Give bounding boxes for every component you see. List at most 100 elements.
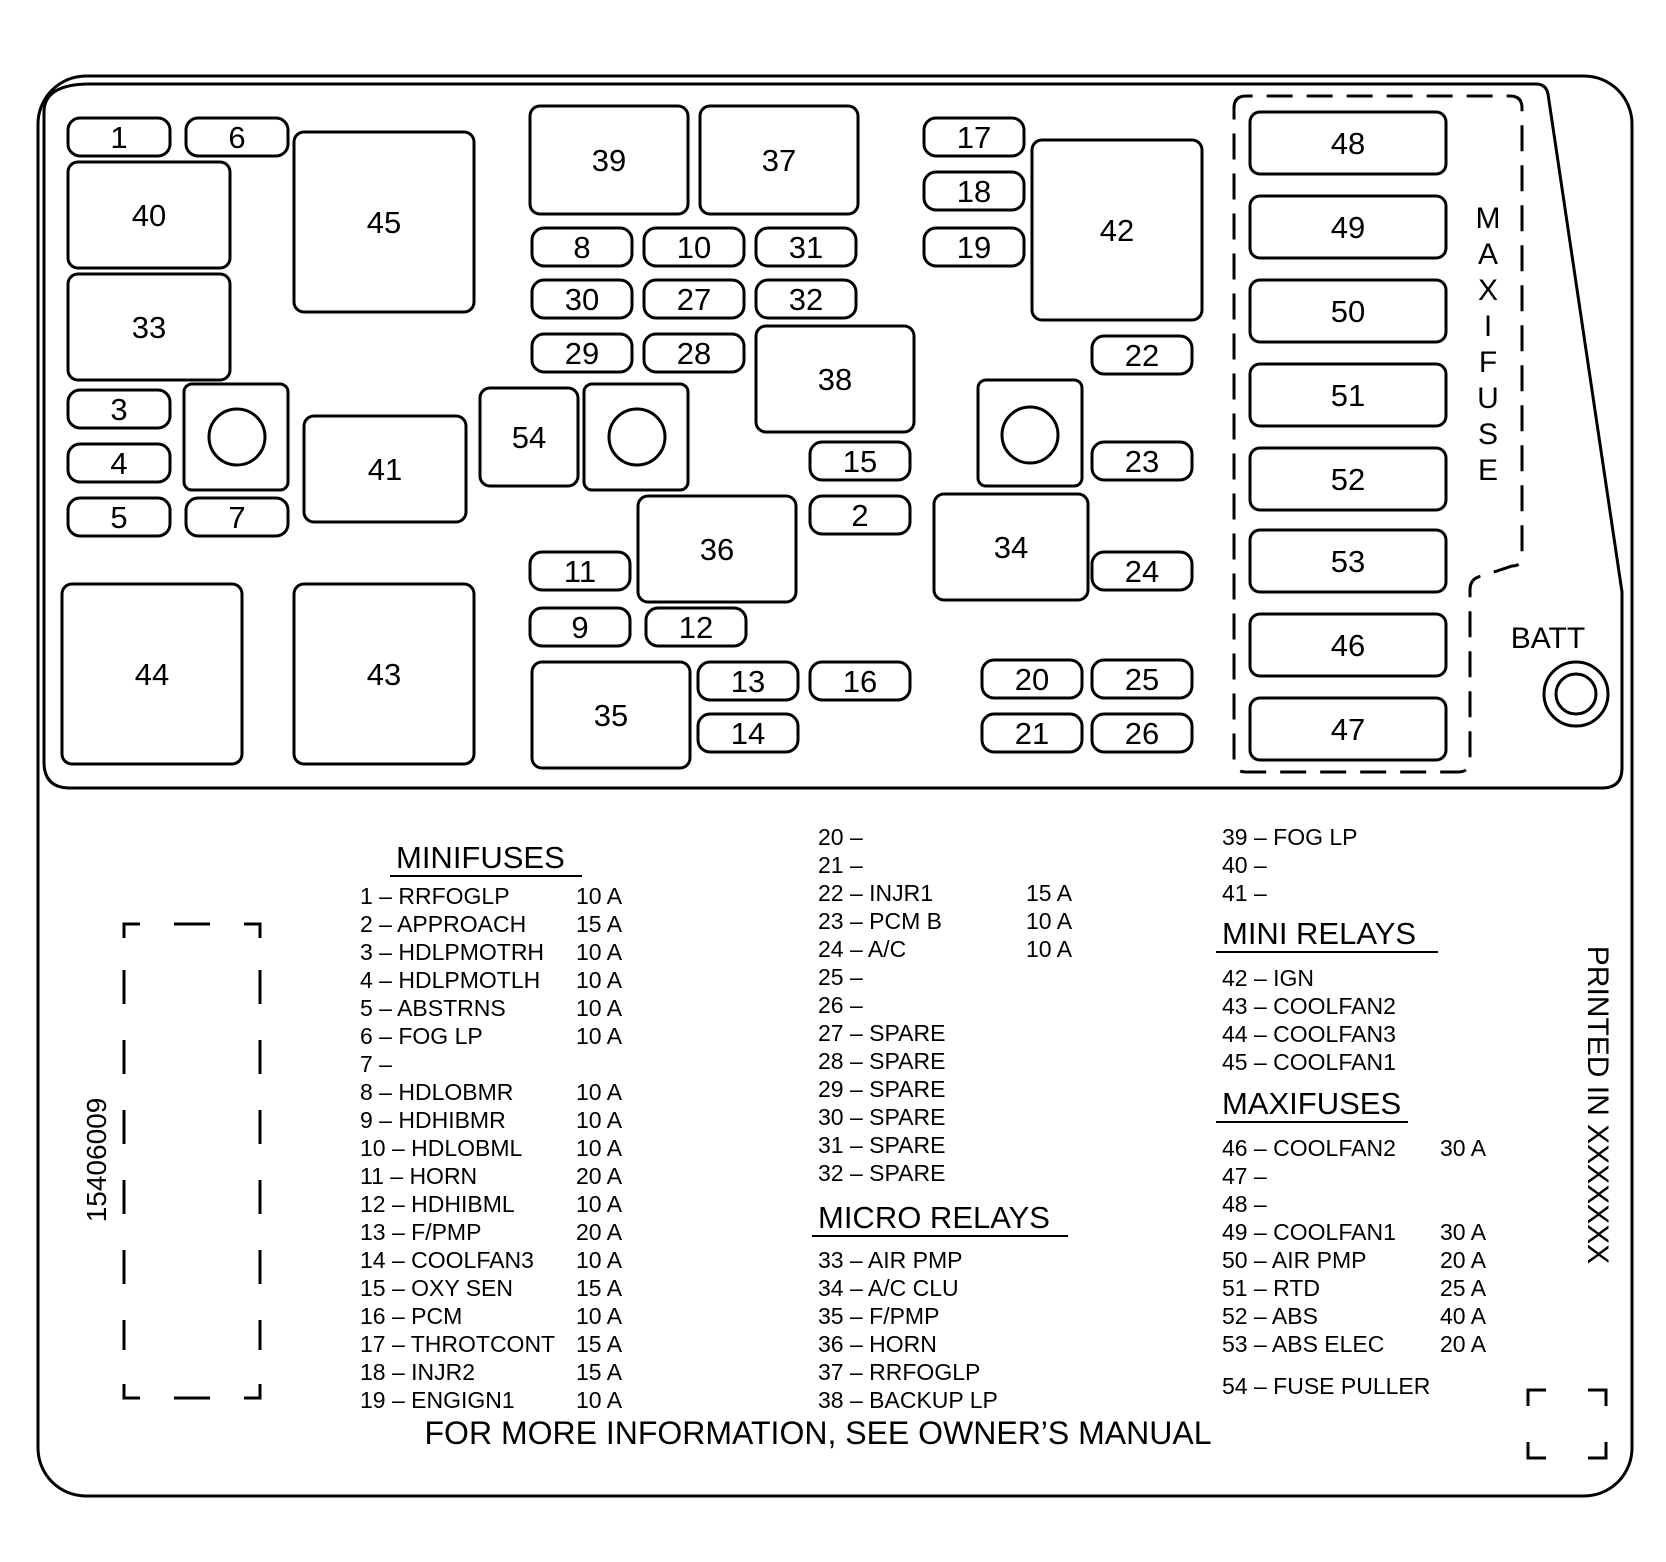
legend-entry: 13 – F/PMP bbox=[360, 1219, 481, 1245]
fuse-slot-outline bbox=[754, 324, 916, 434]
fuse-slot-outline bbox=[66, 272, 232, 382]
fuse-slot-number: 48 bbox=[1331, 126, 1365, 161]
fuse-slot-35: 35 bbox=[530, 660, 692, 770]
fuse-slot-number: 7 bbox=[228, 500, 245, 535]
legend-entry: 14 – COOLFAN3 bbox=[360, 1247, 534, 1273]
fuse-slot-number: 35 bbox=[594, 698, 628, 733]
legend-entry: 2 – APPROACH bbox=[360, 911, 526, 937]
fuse-slot-number: 2 bbox=[851, 498, 868, 533]
fuse-slot-number: 50 bbox=[1331, 294, 1365, 329]
legend-entry: 8 – HDLOBMR bbox=[360, 1079, 513, 1105]
fuse-slot-39: 39 bbox=[528, 104, 690, 216]
fuse-slot-15: 15 bbox=[808, 440, 912, 482]
fuse-slot-28: 28 bbox=[642, 332, 746, 374]
fuse-slot-number: 19 bbox=[957, 230, 991, 265]
legend-entry: 52 – ABS bbox=[1222, 1303, 1318, 1329]
fuse-slot-number: 44 bbox=[135, 657, 169, 692]
legend-entry: 15 – OXY SEN bbox=[360, 1275, 513, 1301]
legend-entry: 44 – COOLFAN3 bbox=[1222, 1021, 1396, 1047]
fuse-slot-outline bbox=[696, 660, 800, 702]
legend-rating: 15 A bbox=[576, 1359, 623, 1385]
legend-entry: 27 – SPARE bbox=[818, 1020, 945, 1046]
bolt-hole-icon bbox=[207, 407, 267, 467]
legend-entry: 48 – bbox=[1222, 1191, 1267, 1217]
fuse-slot-19: 19 bbox=[922, 226, 1026, 268]
fuse-slot-outline bbox=[1248, 528, 1448, 594]
fuse-slot-outline bbox=[754, 226, 858, 268]
fuse-slot-number: 6 bbox=[228, 120, 245, 155]
fuse-slot-number: 26 bbox=[1125, 716, 1159, 751]
legend-rating: 10 A bbox=[576, 1107, 623, 1133]
legend-rating: 10 A bbox=[1026, 936, 1073, 962]
fuse-slot-outline bbox=[1248, 696, 1448, 762]
fuse-slot-outline bbox=[302, 414, 468, 524]
fuse-slot-number: 22 bbox=[1125, 338, 1159, 373]
fuse-slot-number: 54 bbox=[512, 420, 546, 455]
legend-rating: 10 A bbox=[576, 1191, 623, 1217]
legend-rating: 15 A bbox=[1026, 880, 1073, 906]
fuse-slot-outline bbox=[698, 104, 860, 216]
maxi-fuse-label: MAXIFUSE bbox=[1476, 202, 1501, 487]
fuse-slot-10: 10 bbox=[642, 226, 746, 268]
legend-entry: 30 – SPARE bbox=[818, 1104, 945, 1130]
maxi-fuse-letter: S bbox=[1478, 418, 1498, 451]
fuse-slot-outline bbox=[1090, 712, 1194, 754]
fuse-slot-20: 20 bbox=[980, 658, 1084, 700]
legend-rating: 10 A bbox=[576, 967, 623, 993]
legend-entry: 11 – HORN bbox=[360, 1163, 477, 1189]
legend-entry: 54 – FUSE PULLER bbox=[1222, 1373, 1430, 1399]
fuse-slot-number: 15 bbox=[843, 444, 877, 479]
fuse-slot-33: 33 bbox=[66, 272, 232, 382]
legend-entry: 32 – SPARE bbox=[818, 1160, 945, 1186]
fuse-slot-1: 1 bbox=[66, 116, 172, 158]
fuse-slot-44: 44 bbox=[60, 582, 244, 766]
fuse-slot-outline bbox=[642, 278, 746, 320]
fuse-slot-34: 34 bbox=[932, 492, 1090, 602]
fuse-slot-number: 46 bbox=[1331, 628, 1365, 663]
fuse-slot-number: 29 bbox=[565, 336, 599, 371]
legend-entry: 36 – HORN bbox=[818, 1331, 937, 1357]
fuse-slot-number: 37 bbox=[762, 143, 796, 178]
fuse-slot-number: 20 bbox=[1015, 662, 1049, 697]
fuse-slot-number: 27 bbox=[677, 282, 711, 317]
legend-entry: 31 – SPARE bbox=[818, 1132, 945, 1158]
legend-entry: 50 – AIR PMP bbox=[1222, 1247, 1366, 1273]
bolt-hole-icon bbox=[607, 407, 667, 467]
fuse-slot-number: 12 bbox=[679, 610, 713, 645]
legend-entry: 25 – bbox=[818, 964, 863, 990]
fuse-slot-number: 34 bbox=[994, 530, 1028, 565]
legend-rating: 20 A bbox=[1440, 1331, 1487, 1357]
fuse-slot-outline bbox=[66, 116, 172, 158]
legend-entry: 10 – HDLOBML bbox=[360, 1135, 523, 1161]
fuse-slot-outline bbox=[1090, 658, 1194, 700]
legend-entry: 43 – COOLFAN2 bbox=[1222, 993, 1396, 1019]
mini-relays-heading: MINI RELAYS bbox=[1222, 916, 1416, 951]
fuse-block-outline bbox=[42, 82, 1624, 790]
fuse-slot-9: 9 bbox=[528, 606, 632, 648]
legend-entry: 7 – bbox=[360, 1051, 392, 1077]
fuse-slot-50: 50 bbox=[1248, 278, 1448, 344]
legend-entry: 45 – COOLFAN1 bbox=[1222, 1049, 1396, 1075]
maxi-fuse-letter: E bbox=[1478, 454, 1498, 487]
legend-entry: 26 – bbox=[818, 992, 863, 1018]
fuse-slot-47: 47 bbox=[1248, 696, 1448, 762]
legend-entry: 19 – ENGIGN1 bbox=[360, 1387, 515, 1413]
legend-entry: 16 – PCM bbox=[360, 1303, 462, 1329]
legend-entry: 41 – bbox=[1222, 880, 1267, 906]
batt-terminal-inner-icon bbox=[1554, 672, 1598, 716]
label-placeholder-left bbox=[122, 922, 262, 1400]
fuse-slot-6: 6 bbox=[184, 116, 290, 158]
fuse-slot-number: 39 bbox=[592, 143, 626, 178]
legend-rating: 10 A bbox=[576, 1387, 623, 1413]
legend-rating: 15 A bbox=[576, 1331, 623, 1357]
fuse-slot-outline bbox=[530, 278, 634, 320]
legend-entry: 6 – FOG LP bbox=[360, 1023, 483, 1049]
fuse-slot-outline bbox=[184, 116, 290, 158]
legend-entry: 39 – FOG LP bbox=[1222, 824, 1358, 850]
maxi-fuse-letter: U bbox=[1477, 382, 1499, 415]
fuse-slot-outline bbox=[1090, 440, 1194, 482]
fuse-slot-49: 49 bbox=[1248, 194, 1448, 260]
fuse-slot-outline bbox=[808, 494, 912, 536]
fuse-slot-16: 16 bbox=[808, 660, 912, 702]
fuse-slot-outline bbox=[980, 658, 1084, 700]
